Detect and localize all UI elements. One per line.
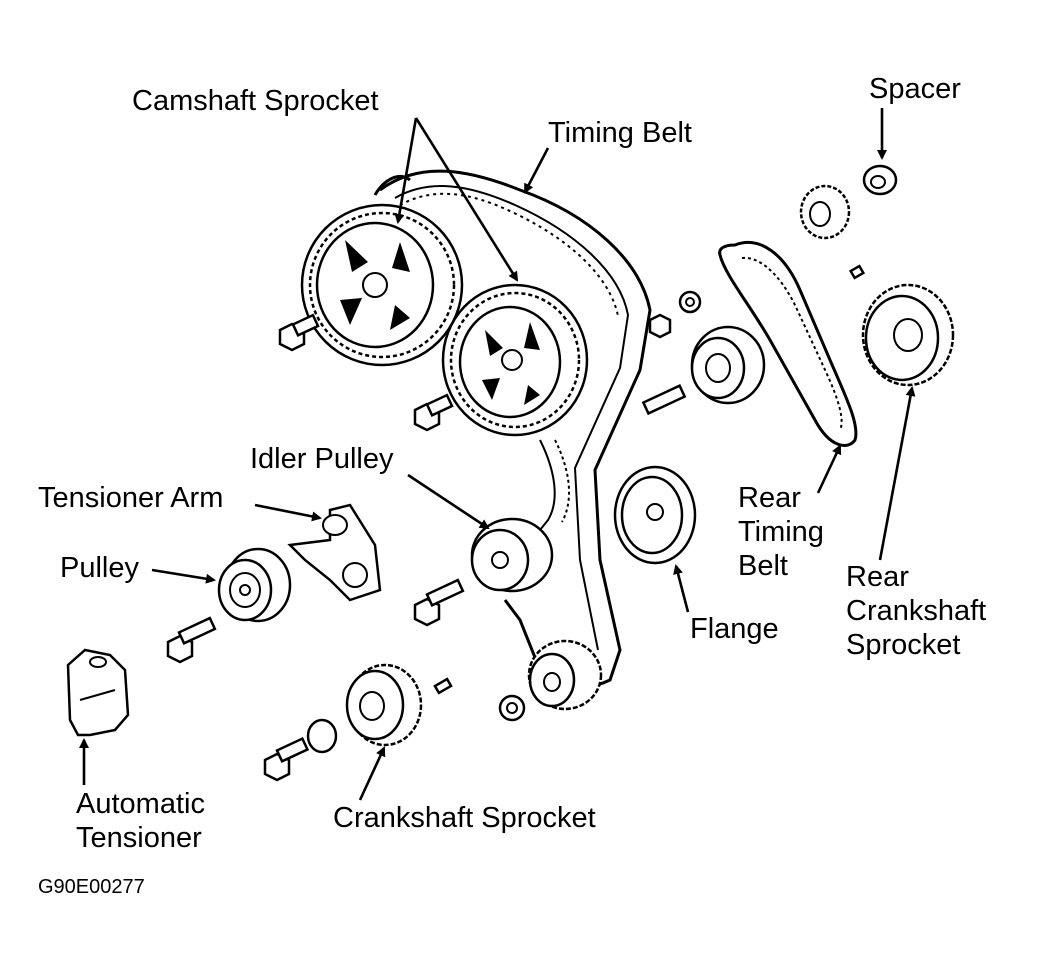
rear-washer [678,290,702,314]
idler-pulley [470,517,554,593]
camshaft-bolt-right [413,393,454,432]
crankshaft-washer [306,718,338,754]
label-crankshaft-sprocket: Crankshaft Sprocket [333,802,596,834]
tensioner-pulley [217,547,292,623]
label-timing-belt: Timing Belt [548,117,692,149]
rear-bearing [690,325,766,405]
label-tensioner-arm: Tensioner Arm [38,482,224,514]
idler-bolt [413,578,465,627]
label-automatic-tensioner-line-1: Automatic [76,788,205,820]
rear-key [848,264,866,280]
spacer-part [862,164,898,196]
rear-timing-belt [718,240,858,447]
crankshaft-bolt [263,736,310,782]
label-rear-crankshaft-sprocket-line-1: Rear [846,561,909,593]
leader-lines [79,108,916,801]
camshaft-sprocket-left [300,203,464,367]
label-rear-crankshaft-sprocket-line-2: Crankshaft [846,595,987,627]
label-rear-crankshaft-sprocket: Rear Crankshaft Sprocket [846,560,986,662]
label-rear-timing-belt-line-3: Belt [738,550,788,582]
label-rear-timing-belt: Rear Timing Belt [738,481,824,583]
lower-belt-sprocket [527,639,603,711]
label-automatic-tensioner: Automatic Tensioner [76,787,205,855]
rear-gear [799,184,851,240]
label-flange: Flange [690,613,779,645]
figure-code: G90E00277 [38,876,145,898]
tensioner-arm [287,503,382,602]
label-rear-crankshaft-sprocket-line-3: Sprocket [846,629,961,661]
crankshaft-sprocket [345,663,423,747]
label-idler-pulley: Idler Pulley [250,443,394,475]
label-spacer: Spacer [869,73,961,105]
pulley-bolt [166,616,217,664]
label-rear-timing-belt-line-1: Rear [738,482,801,514]
crankshaft-key [433,677,453,695]
label-pulley: Pulley [60,552,139,584]
belt-upper-fragment [373,175,411,196]
camshaft-bolt-left [278,313,320,352]
flange-bolt [641,313,687,416]
label-rear-timing-belt-line-2: Timing [738,516,824,548]
label-camshaft-sprocket: Camshaft Sprocket [132,85,379,117]
label-automatic-tensioner-line-2: Tensioner [76,822,202,854]
rear-crankshaft-sprocket [861,283,955,387]
flange [613,465,697,565]
lower-small-bolt [498,694,526,722]
camshaft-sprocket-right [441,283,589,437]
automatic-tensioner [66,648,130,737]
